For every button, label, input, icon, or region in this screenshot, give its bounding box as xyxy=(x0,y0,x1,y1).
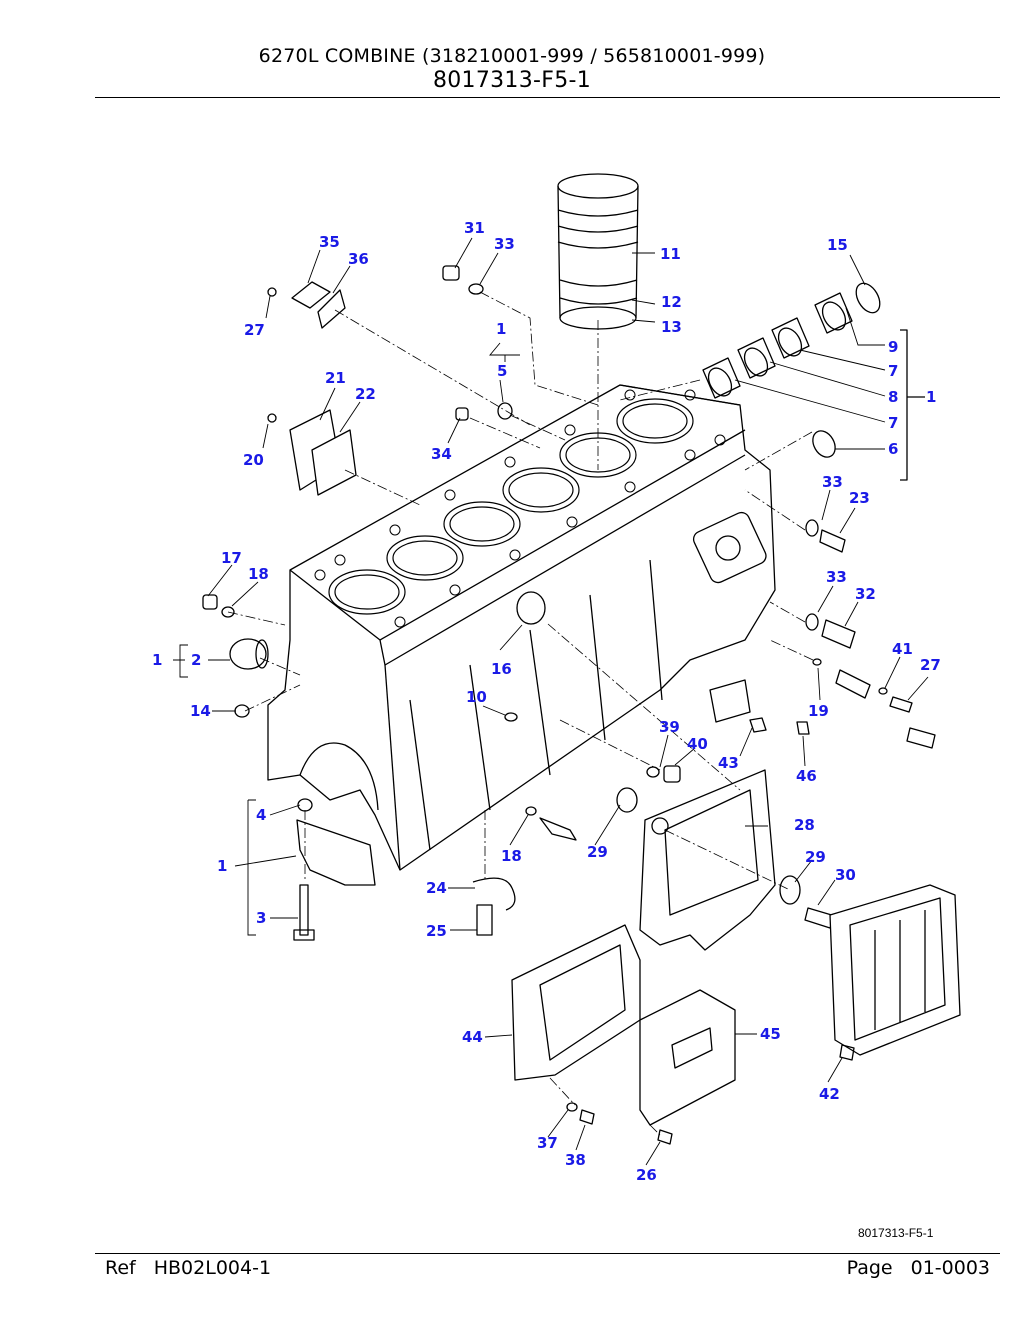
callout-4: 4 xyxy=(256,806,266,824)
callout-41: 41 xyxy=(892,640,913,658)
callout-33: 33 xyxy=(826,568,847,586)
callout-27: 27 xyxy=(244,321,265,339)
callout-17: 17 xyxy=(221,549,242,567)
page-subtitle: 8017313-F5-1 xyxy=(432,68,592,93)
ref-label: Ref xyxy=(105,1257,136,1279)
cylinder-liner xyxy=(557,173,639,330)
callout-10: 10 xyxy=(466,688,487,706)
callout-32: 32 xyxy=(855,585,876,603)
callout-14: 14 xyxy=(190,702,211,720)
header-rule xyxy=(95,97,1000,98)
callout-8: 8 xyxy=(888,388,898,406)
callout-37: 37 xyxy=(537,1134,558,1152)
figure-reference: 8017313-F5-1 xyxy=(858,1226,934,1240)
callout-1: 1 xyxy=(152,651,162,669)
callout-19: 19 xyxy=(808,702,829,720)
engine-block xyxy=(267,384,776,871)
footer-rule xyxy=(95,1253,1000,1254)
callout-22: 22 xyxy=(355,385,376,403)
callout-29: 29 xyxy=(587,843,608,861)
ref-value: HB02L004-1 xyxy=(153,1257,272,1279)
plugs-fittings xyxy=(202,265,936,941)
callout-35: 35 xyxy=(319,233,340,251)
callout-44: 44 xyxy=(462,1028,483,1046)
callout-33: 33 xyxy=(494,235,515,253)
footer-ref: Ref HB02L004-1 xyxy=(105,1256,271,1280)
callout-2: 2 xyxy=(191,651,201,669)
callout-18: 18 xyxy=(248,565,269,583)
ecu-cover xyxy=(639,989,736,1126)
callout-1: 1 xyxy=(217,857,227,875)
callout-18: 18 xyxy=(501,847,522,865)
callout-45: 45 xyxy=(760,1025,781,1043)
callout-7: 7 xyxy=(888,362,898,380)
callout-12: 12 xyxy=(661,293,682,311)
callout-21: 21 xyxy=(325,369,346,387)
callout-38: 38 xyxy=(565,1151,586,1169)
callout-39: 39 xyxy=(659,718,680,736)
page-header: 6270L COMBINE (318210001-999 / 565810001… xyxy=(0,44,1024,94)
callout-40: 40 xyxy=(687,735,708,753)
callout-43: 43 xyxy=(718,754,739,772)
front-covers xyxy=(267,281,357,496)
callout-15: 15 xyxy=(827,236,848,254)
callout-6: 6 xyxy=(888,440,898,458)
cam-bushings xyxy=(702,282,925,481)
callout-9: 9 xyxy=(888,338,898,356)
callout-16: 16 xyxy=(491,660,512,678)
callout-20: 20 xyxy=(243,451,264,469)
callout-3: 3 xyxy=(256,909,266,927)
gasket xyxy=(639,769,776,951)
footer-page: Page 01-0003 xyxy=(847,1256,990,1280)
callout-26: 26 xyxy=(636,1166,657,1184)
callout-28: 28 xyxy=(794,816,815,834)
callout-34: 34 xyxy=(431,445,452,463)
callout-33: 33 xyxy=(822,473,843,491)
callout-1: 1 xyxy=(926,388,936,406)
callout-13: 13 xyxy=(661,318,682,336)
callout-31: 31 xyxy=(464,219,485,237)
callout-11: 11 xyxy=(660,245,681,263)
page-label: Page xyxy=(846,1257,893,1279)
callout-7: 7 xyxy=(888,414,898,432)
callout-29: 29 xyxy=(805,848,826,866)
callout-1: 1 xyxy=(496,320,506,338)
callout-24: 24 xyxy=(426,879,447,897)
callout-5: 5 xyxy=(497,362,507,380)
callout-27: 27 xyxy=(920,656,941,674)
page-value: 01-0003 xyxy=(910,1257,990,1279)
page-title: 6270L COMBINE (318210001-999 / 565810001… xyxy=(258,45,766,67)
callout-25: 25 xyxy=(426,922,447,940)
callout-23: 23 xyxy=(849,489,870,507)
callout-36: 36 xyxy=(348,250,369,268)
callout-46: 46 xyxy=(796,767,817,785)
callout-42: 42 xyxy=(819,1085,840,1103)
callout-30: 30 xyxy=(835,866,856,884)
